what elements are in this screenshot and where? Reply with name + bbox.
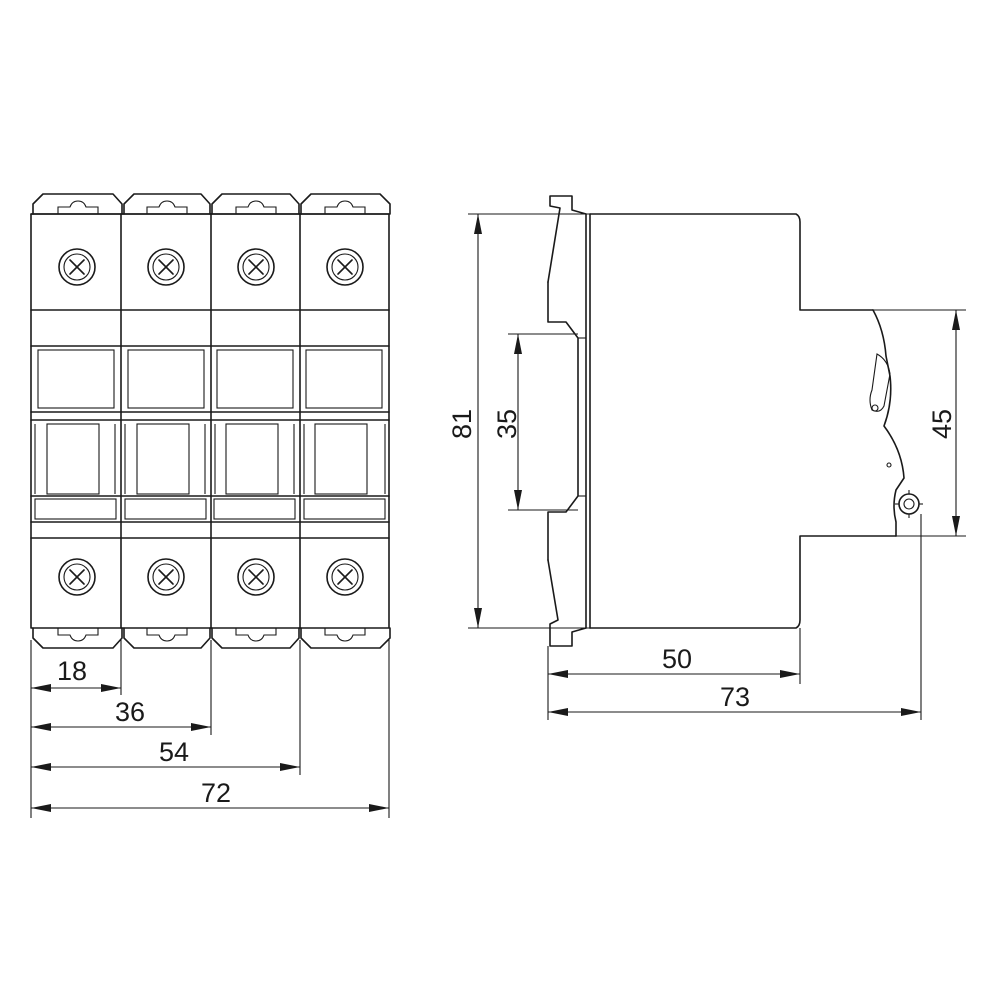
- dim-label-50: 50: [662, 644, 692, 674]
- screw-cross-icon: [58, 558, 96, 596]
- dim-label-81: 81: [447, 409, 477, 439]
- seal-ring-icon: [895, 490, 923, 518]
- front-view: 18 36 54 72: [30, 193, 391, 818]
- dim-45: 45: [927, 310, 960, 536]
- screw-cross-icon: [237, 558, 275, 596]
- dim-label-36: 36: [115, 697, 145, 727]
- dim-73: 73: [548, 682, 921, 716]
- dim-50: 50: [548, 644, 800, 678]
- front-dimensions: 18 36 54 72: [30, 640, 390, 818]
- screw-cross-icon: [326, 248, 364, 286]
- dim-label-18: 18: [57, 656, 87, 686]
- dim-35: 35: [492, 334, 522, 510]
- dim-label-35: 35: [492, 409, 522, 439]
- front-bottom-clips: [32, 627, 391, 649]
- screw-cross-icon: [326, 558, 364, 596]
- dim-81: 81: [447, 214, 482, 628]
- dim-36: 36: [31, 697, 211, 731]
- screw-cross-icon: [58, 248, 96, 286]
- side-handle: [869, 353, 892, 468]
- screw-cross-icon: [237, 248, 275, 286]
- din-clip-icon: [547, 195, 587, 647]
- dim-label-45: 45: [927, 409, 957, 439]
- front-handle-details: [34, 349, 386, 520]
- screw-cross-icon: [147, 248, 185, 286]
- side-view: 81 35 45: [447, 195, 966, 720]
- dim-18: 18: [31, 656, 121, 692]
- dim-label-73: 73: [720, 682, 750, 712]
- side-body: [585, 213, 905, 629]
- side-dimensions: 81 35 45: [447, 213, 966, 720]
- screw-cross-icon: [147, 558, 185, 596]
- dim-label-54: 54: [159, 737, 189, 767]
- dim-72: 72: [31, 778, 389, 812]
- dim-label-72: 72: [201, 778, 231, 808]
- dim-54: 54: [31, 737, 300, 771]
- front-top-clips: [32, 193, 391, 215]
